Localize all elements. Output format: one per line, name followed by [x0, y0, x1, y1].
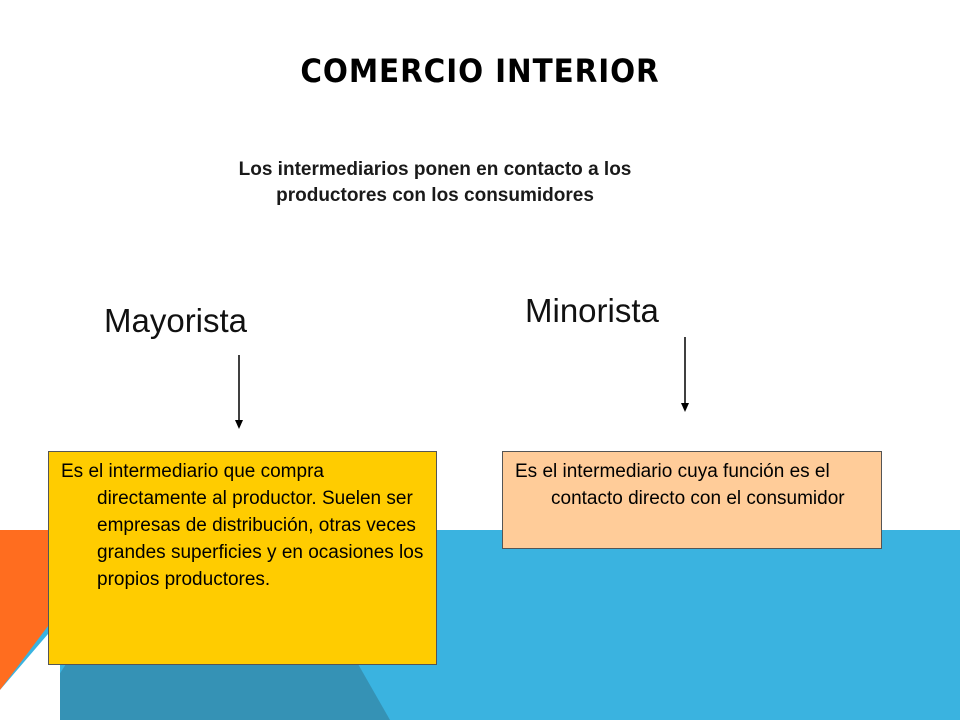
minorista-heading: Minorista — [525, 292, 659, 329]
mayorista-description-box: Es el intermediario que compra directame… — [48, 451, 437, 665]
minorista-description-box: Es el intermediario cuya función es el c… — [502, 451, 882, 549]
mayorista-down-arrow — [235, 355, 243, 429]
slide-subtitle: Los intermediarios ponen en contacto a l… — [238, 159, 632, 206]
mayorista-description: Es el intermediario que compra directame… — [61, 461, 424, 590]
minorista-description: Es el intermediario cuya función es el c… — [515, 461, 845, 509]
mayorista-heading: Mayorista — [104, 302, 248, 339]
white-wedge — [0, 620, 60, 720]
slide-title: COMERCIO INTERIOR — [300, 52, 660, 90]
minorista-down-arrow — [681, 337, 689, 412]
